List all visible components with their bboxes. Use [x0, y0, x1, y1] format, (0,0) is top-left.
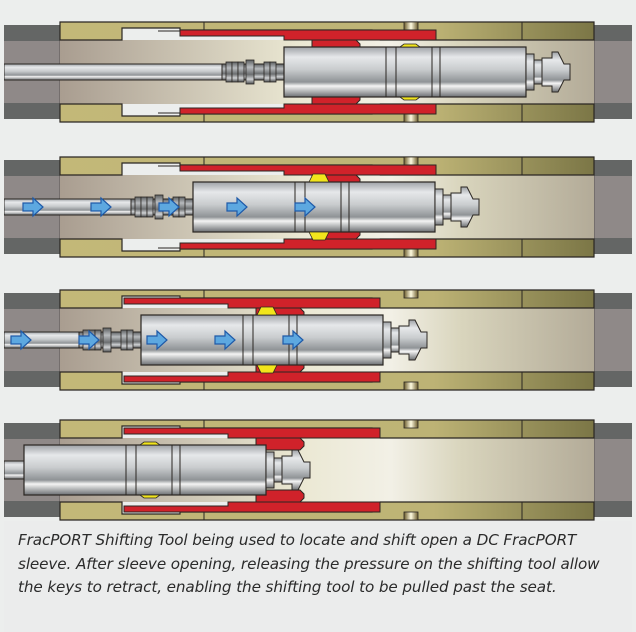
port-bottom [403, 381, 419, 391]
connector-ring [140, 196, 148, 218]
casing-right-top [594, 423, 632, 439]
flow-arrow-icon [226, 196, 248, 218]
connector-collar [245, 59, 255, 85]
sleeve-top [179, 29, 437, 41]
tool-nose-cap [281, 449, 311, 491]
tool-nose-neck [442, 194, 452, 220]
casing-right-bottom [594, 103, 632, 119]
shifting-tool [4, 306, 428, 374]
tool-nose-neck [533, 59, 543, 85]
tool-nose-cap [450, 186, 480, 228]
port-bottom [403, 248, 419, 258]
casing-left-top [4, 25, 60, 41]
casing-right-top [594, 293, 632, 309]
flow-arrow-icon [214, 329, 236, 351]
tool-nose-collar [525, 53, 535, 91]
key-bottom [308, 231, 330, 241]
casing-left-bottom [4, 103, 60, 119]
casing-left-top [4, 293, 60, 309]
connector-ring [126, 329, 134, 351]
connector-ring [134, 196, 142, 218]
flow-arrow-icon [78, 329, 100, 351]
shifting-tool [4, 43, 571, 101]
tool-nose-neck [390, 327, 400, 353]
stage-panel-locate [4, 135, 632, 258]
port-bottom [403, 511, 419, 521]
casing-left-bottom [4, 371, 60, 387]
figure-caption: FracPORT Shifting Tool being used to loc… [4, 521, 632, 632]
connector-collar [102, 327, 112, 353]
key-bottom [138, 494, 162, 499]
connector-ring [146, 196, 154, 218]
connector-ring [237, 61, 245, 83]
sleeve-bottom [123, 501, 381, 513]
key-top [308, 173, 330, 183]
flow-arrow-icon [90, 196, 112, 218]
flow-arrow-icon [10, 329, 32, 351]
connector-ring [225, 61, 233, 83]
flow-arrow-icon [294, 196, 316, 218]
tool-body [23, 444, 267, 496]
flow-arrow-icon [146, 329, 168, 351]
sleeve-top [123, 297, 381, 309]
flow-arrow-icon [158, 196, 180, 218]
key-bottom [256, 364, 278, 374]
port-top [403, 289, 419, 299]
caption-text: FracPORT Shifting Tool being used to loc… [18, 531, 600, 596]
tool-nose-collar [382, 321, 392, 359]
sleeve-bottom [179, 103, 437, 115]
shifting-tool [4, 441, 311, 499]
diagram-sleeve-shifted-open [4, 289, 632, 391]
casing-right-top [594, 25, 632, 41]
coiled-tubing [4, 63, 225, 81]
casing-left-bottom [4, 238, 60, 254]
connector-ring [178, 196, 186, 218]
sleeve-top [179, 164, 437, 176]
tool-stub [4, 460, 25, 480]
tool-body [283, 46, 527, 98]
tool-nose-collar [434, 188, 444, 226]
key-bottom [398, 96, 422, 101]
connector-ring [263, 61, 271, 83]
port-top [403, 419, 419, 429]
connector-ring [269, 61, 277, 83]
connector-ring [120, 329, 128, 351]
tool-nose-cap [541, 51, 571, 93]
diagram-tool-run-in [4, 21, 632, 123]
tool-nose-collar [265, 451, 275, 489]
sleeve-bottom [179, 238, 437, 250]
casing-left-bottom [4, 501, 60, 517]
stage-panel-run-in [4, 0, 632, 123]
tool-nose-cap [398, 319, 428, 361]
port-bottom [403, 113, 419, 123]
key-top [398, 43, 422, 48]
casing-right-bottom [594, 371, 632, 387]
sleeve-bottom [123, 371, 381, 383]
port-top [403, 21, 419, 31]
diagram-keys-retracted-pull-out [4, 419, 632, 521]
casing-right-bottom [594, 238, 632, 254]
key-top [256, 306, 278, 316]
sleeve-top [123, 427, 381, 439]
casing-right-bottom [594, 501, 632, 517]
stage-panel-shift-open [4, 268, 632, 391]
tool-body [140, 314, 384, 366]
connector-ring [231, 61, 239, 83]
casing-left-top [4, 423, 60, 439]
port-top [403, 156, 419, 166]
tool-nose-neck [273, 457, 283, 483]
flow-arrow-icon [282, 329, 304, 351]
casing-left-top [4, 160, 60, 176]
key-top [138, 441, 162, 446]
casing-right-top [594, 160, 632, 176]
stage-panel-pull-out [4, 398, 632, 521]
flow-arrow-icon [22, 196, 44, 218]
shifting-tool-diagram [4, 0, 632, 521]
diagram-keys-locate-sleeve [4, 156, 632, 258]
